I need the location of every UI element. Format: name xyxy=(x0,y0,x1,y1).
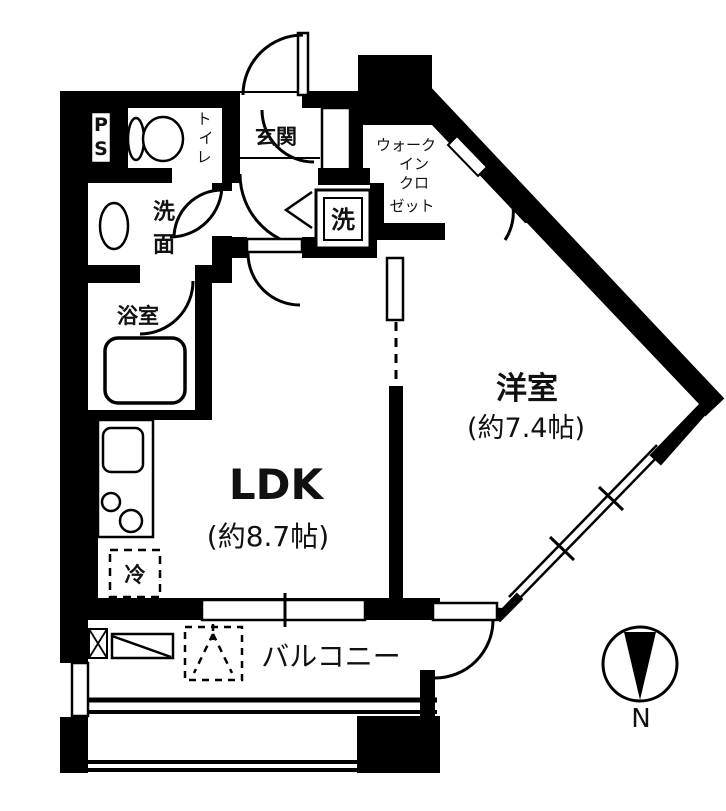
toilet-bowl-icon xyxy=(141,115,185,163)
label-closet-3: クロ xyxy=(399,174,429,192)
room-floors xyxy=(88,93,699,773)
label-toilet-3: レ xyxy=(196,148,211,166)
divider-pocket xyxy=(385,256,405,322)
toilet-tank-icon xyxy=(126,116,146,162)
closet-floor xyxy=(363,125,525,223)
north-arrow-icon xyxy=(624,632,656,700)
label-entrance: 玄関 xyxy=(255,125,297,149)
windows xyxy=(70,444,664,718)
label-toilet-2: イ xyxy=(198,129,213,147)
pipe-space-box xyxy=(89,110,113,165)
washbasin-icon xyxy=(98,201,130,251)
balcony-door-leaf xyxy=(431,601,499,622)
diagonal-window-line2 xyxy=(514,450,664,604)
closet-door-arc xyxy=(489,168,515,241)
ldk-floor xyxy=(98,253,389,598)
label-balcony: バルコニー xyxy=(261,640,400,673)
balcony-door-arc xyxy=(434,619,495,680)
entry-door-leaf xyxy=(296,31,310,97)
labels: P S ト イ レ 玄関 ウォーク イン クロ ゼット 洗 洗 面 浴室 冷 L… xyxy=(94,110,651,734)
fixtures xyxy=(88,110,679,703)
label-closet-2: イン xyxy=(399,155,429,173)
room-divider xyxy=(385,256,405,386)
compass-icon xyxy=(601,625,679,703)
label-washroom-2: 面 xyxy=(153,233,175,258)
refrigerator-box xyxy=(108,548,162,599)
left-wall-window xyxy=(70,661,90,718)
toilet-door-arc xyxy=(169,184,224,239)
ldk-door-arc xyxy=(246,252,301,307)
ac-outdoor-unit-icon xyxy=(183,624,244,682)
laundry-bifold-door xyxy=(283,190,313,230)
diagonal-window-line1 xyxy=(508,444,658,598)
label-ps-1: P xyxy=(94,114,108,136)
label-washroom-1: 洗 xyxy=(153,200,175,225)
western-room-floor xyxy=(377,223,699,608)
label-toilet-1: ト xyxy=(196,110,211,128)
entrance-inner-door-arc xyxy=(260,109,315,164)
entry-door-opening xyxy=(240,93,302,108)
label-western-room-size: (約7.4帖) xyxy=(467,413,585,444)
stove-burner-icon-1 xyxy=(100,491,122,513)
label-laundry: 洗 xyxy=(331,206,355,234)
entry-door-arc xyxy=(241,33,304,96)
bathtub-icon xyxy=(103,336,187,405)
closet-door-leaf xyxy=(446,134,489,178)
diagonal-window-tick1 xyxy=(597,485,625,512)
label-ps-2: S xyxy=(94,138,108,160)
kitchen-sink-icon xyxy=(101,426,145,474)
label-fridge: 冷 xyxy=(125,563,146,587)
bathroom-door-arc xyxy=(139,280,195,336)
label-ldk-size: (約8.7帖) xyxy=(207,520,329,553)
balcony-railing xyxy=(88,697,437,772)
balcony-fixtures xyxy=(88,624,244,682)
stove-burner-icon-2 xyxy=(118,508,144,534)
entrance-door-leaf xyxy=(320,106,352,172)
washing-machine-box-inner xyxy=(323,197,363,241)
washroom-door-arc xyxy=(172,188,223,239)
label-bathroom: 浴室 xyxy=(117,304,159,328)
label-compass-north: N xyxy=(631,704,650,734)
label-closet-4: ゼット xyxy=(389,197,434,215)
label-closet-1: ウォーク xyxy=(376,136,436,154)
label-ldk: LDK xyxy=(229,460,325,509)
diagonal-window-tick2 xyxy=(548,535,576,562)
ldk-door-leaf xyxy=(245,237,304,254)
doors xyxy=(139,31,515,680)
label-western-room: 洋室 xyxy=(496,371,558,407)
